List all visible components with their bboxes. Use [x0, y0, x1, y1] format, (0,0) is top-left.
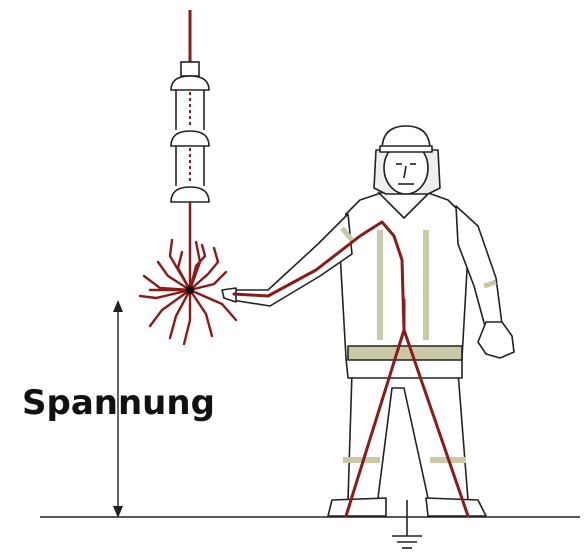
trousers: [338, 372, 472, 510]
left-boot: [328, 498, 386, 516]
voltage-label: Spannung: [22, 386, 215, 420]
insulator-chain-icon: [171, 62, 209, 202]
arm-left: [232, 214, 352, 306]
right-boot: [426, 498, 486, 516]
firefighter-figure: [222, 126, 514, 516]
ground-symbol-icon: [392, 500, 422, 548]
hand-right: [478, 322, 514, 358]
